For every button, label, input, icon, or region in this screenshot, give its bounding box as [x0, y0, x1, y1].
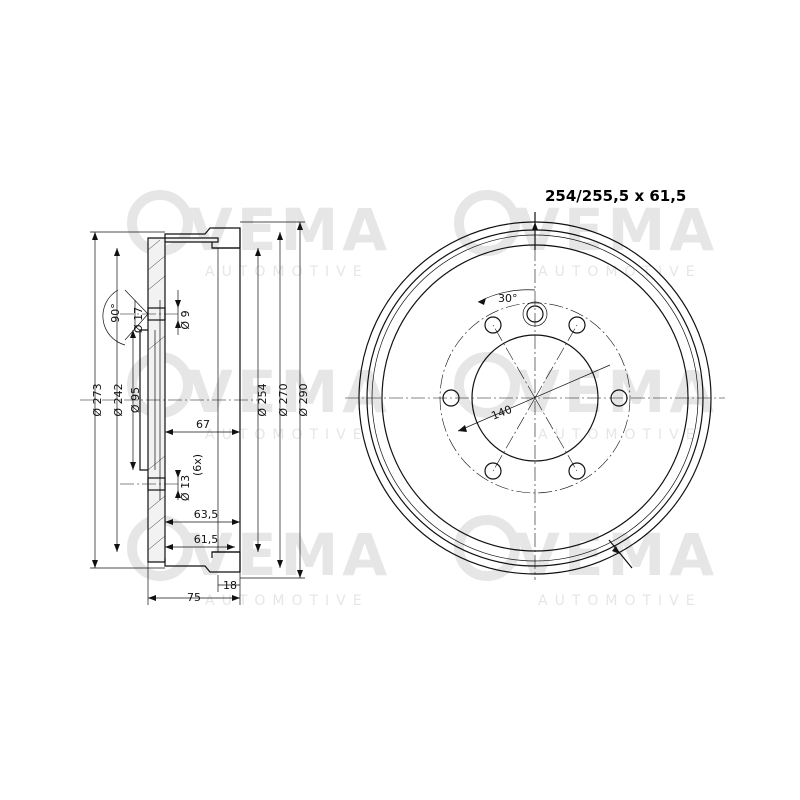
watermark-brand: VEMA	[515, 521, 718, 589]
bolt-hole	[568, 462, 586, 480]
dim-angle-30: 30°	[498, 292, 518, 305]
dim-length-61-5: 61,5	[194, 533, 219, 546]
watermark-sub: AUTOMOTIVE	[538, 264, 702, 280]
dim-dia-254: Ø 254	[256, 383, 269, 416]
watermark-brand: VEMA	[188, 521, 391, 589]
watermark-top-right: VEMA AUTOMOTIVE	[454, 190, 714, 280]
dim-dia-17: Ø 17	[132, 307, 145, 333]
watermark-sub: AUTOMOTIVE	[205, 593, 369, 609]
right-diameter-dims	[240, 221, 305, 579]
side-section-view: Ø 273 Ø 242 Ø 95 Ø 254 Ø 270 Ø 290	[80, 221, 310, 605]
bolt-hole	[526, 305, 544, 323]
dim-dia-95: Ø 95	[129, 387, 142, 413]
watermark-brand: VEMA	[188, 358, 391, 426]
dim-dia-242: Ø 242	[112, 383, 125, 416]
dim-length-75: 75	[187, 591, 201, 604]
front-bolt-holes	[442, 301, 628, 480]
bolt-hole	[568, 316, 586, 334]
dim-dia-290: Ø 290	[297, 383, 310, 416]
top-hole-detail	[102, 289, 181, 346]
dim-length-18: 18	[223, 579, 237, 592]
product-size-title: 254/255,5 x 61,5	[545, 187, 686, 205]
front-view: 30° 140	[345, 212, 725, 580]
watermark-bottom-right: VEMA AUTOMOTIVE	[454, 515, 718, 609]
watermark-sub: AUTOMOTIVE	[205, 427, 369, 443]
watermark-top-left: VEMA AUTOMOTIVE	[127, 190, 391, 280]
dim-length-63-5: 63,5	[194, 508, 219, 521]
dim-dia-273: Ø 273	[91, 383, 104, 416]
watermark-sub: AUTOMOTIVE	[538, 427, 702, 443]
bolt-hole	[484, 462, 502, 480]
watermark-sub: AUTOMOTIVE	[538, 593, 702, 609]
dim-dia-270: Ø 270	[277, 383, 290, 416]
watermark-brand: VEMA	[188, 196, 391, 264]
dim-dia-9: Ø 9	[179, 310, 192, 329]
dim-length-67: 67	[196, 418, 210, 431]
bolt-hole	[610, 389, 628, 407]
left-diameter-dims	[90, 231, 165, 569]
hub-hatching	[147, 239, 166, 551]
length-dims	[147, 429, 241, 605]
watermark-bottom-left: VEMA AUTOMOTIVE	[127, 515, 391, 609]
watermark-mid-right: VEMA AUTOMOTIVE	[454, 352, 714, 443]
bottom-hole-detail	[175, 470, 181, 500]
bolt-hole	[484, 316, 502, 334]
watermark-group: VEMA AUTOMOTIVE VEMA AUTOMOTIVE VEMA AUT…	[127, 190, 718, 609]
hub-step	[139, 329, 148, 471]
dim-dia-13: Ø 13	[179, 475, 192, 501]
dim-count-6x: (6x)	[191, 454, 204, 476]
watermark-sub: AUTOMOTIVE	[205, 264, 369, 280]
dim-angle-90: 90°	[109, 303, 122, 323]
bolt-hole	[442, 389, 460, 407]
